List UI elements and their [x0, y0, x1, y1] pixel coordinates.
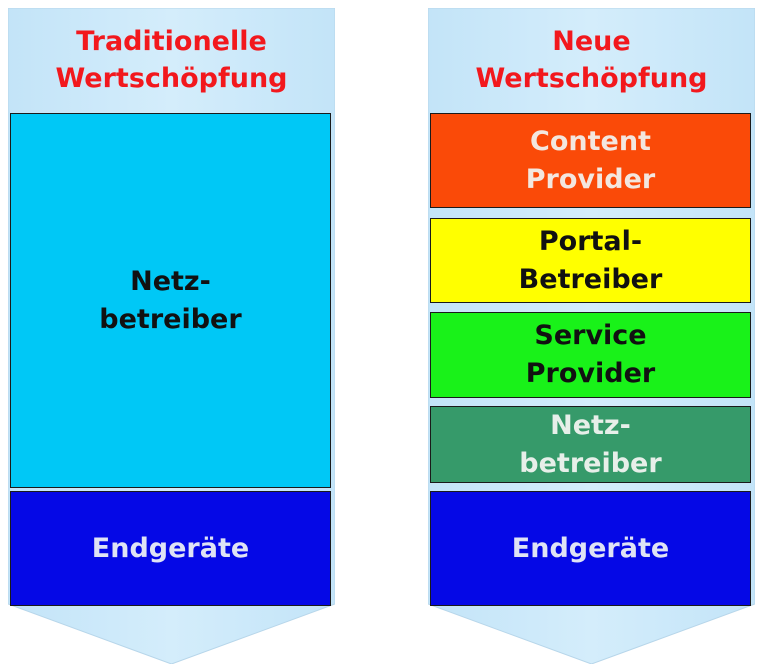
layer-endgeraete: Endgeräte	[10, 491, 331, 606]
layer-netzbetreiber: Netz- betreiber	[430, 406, 751, 483]
layer-service-provider: Service Provider	[430, 312, 751, 398]
traditional-value-chain-column: Traditionelle Wertschöpfung Netz- betrei…	[8, 8, 335, 664]
new-value-chain-column: Neue Wertschöpfung Content Provider Port…	[428, 8, 755, 664]
column-title: Traditionelle Wertschöpfung	[55, 26, 288, 94]
layer-endgeraete: Endgeräte	[430, 491, 751, 606]
layer-netzbetreiber: Netz- betreiber	[10, 113, 331, 488]
layer-portal-betreiber: Portal- Betreiber	[430, 218, 751, 303]
column-title: Neue Wertschöpfung	[475, 26, 708, 94]
layer-content-provider: Content Provider	[430, 113, 751, 208]
